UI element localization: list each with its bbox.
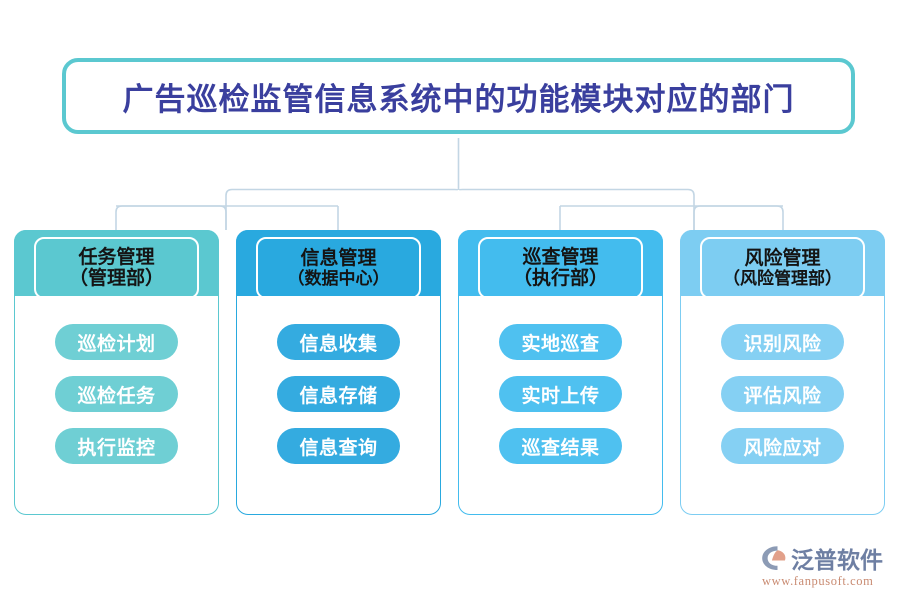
card-header-band <box>680 230 885 296</box>
card-header: 任务管理 （管理部） <box>34 237 199 299</box>
card-header-line1: 巡查管理 <box>522 246 599 268</box>
card-item-list: 信息收集 信息存储 信息查询 <box>236 324 441 464</box>
list-item[interactable]: 识别风险 <box>721 324 844 360</box>
logo-row: 泛普软件 <box>758 543 890 573</box>
list-item[interactable]: 实时上传 <box>499 376 622 412</box>
fanpu-swoosh-icon <box>762 546 786 570</box>
connector-branch-right <box>693 205 784 230</box>
list-item[interactable]: 巡检任务 <box>55 376 178 412</box>
department-card-information-management[interactable]: 信息管理 （数据中心） 信息收集 信息存储 信息查询 <box>236 230 441 515</box>
department-card-inspection-management[interactable]: 巡查管理 （执行部） 实地巡查 实时上传 巡查结果 <box>458 230 663 515</box>
card-header: 风险管理 （风险管理部） <box>700 237 865 299</box>
card-item-list: 实地巡查 实时上传 巡查结果 <box>458 324 663 464</box>
page-title: 广告巡检监管信息系统中的功能模块对应的部门 <box>122 81 795 117</box>
card-header-line1: 风险管理 <box>744 247 821 269</box>
list-item[interactable]: 评估风险 <box>721 376 844 412</box>
department-card-task-management[interactable]: 任务管理 （管理部） 巡检计划 巡检任务 执行监控 <box>14 230 219 515</box>
list-item[interactable]: 巡查结果 <box>499 428 622 464</box>
brand-logo: 泛普软件 www.fanpusoft.com <box>758 543 890 591</box>
diagram-title-box: 广告巡检监管信息系统中的功能模块对应的部门 <box>62 58 855 134</box>
card-header-band <box>14 230 219 296</box>
connector-branch-left <box>115 205 227 230</box>
card-header-band <box>458 230 663 296</box>
card-header-line1: 任务管理 <box>78 246 155 268</box>
card-header: 信息管理 （数据中心） <box>256 237 421 299</box>
list-item[interactable]: 信息收集 <box>277 324 400 360</box>
list-item[interactable]: 风险应对 <box>721 428 844 464</box>
card-header-line1: 信息管理 <box>300 247 377 269</box>
card-header-line2: （数据中心） <box>287 269 390 289</box>
logo-wordmark: 泛普软件 <box>791 548 883 573</box>
list-item[interactable]: 实地巡查 <box>499 324 622 360</box>
card-item-list: 识别风险 评估风险 风险应对 <box>680 324 885 464</box>
connector-right-group <box>457 188 695 230</box>
card-header: 巡查管理 （执行部） <box>478 237 643 299</box>
card-item-list: 巡检计划 巡检任务 执行监控 <box>14 324 219 464</box>
connector-left-group <box>225 188 460 230</box>
card-header-line2: （管理部） <box>68 268 164 289</box>
logo-url: www.fanpusoft.com <box>762 574 874 588</box>
list-item[interactable]: 巡检计划 <box>55 324 178 360</box>
card-header-band <box>236 230 441 296</box>
list-item[interactable]: 执行监控 <box>55 428 178 464</box>
list-item[interactable]: 信息存储 <box>277 376 400 412</box>
card-header-line2: （执行部） <box>512 268 608 289</box>
department-card-risk-management[interactable]: 风险管理 （风险管理部） 识别风险 评估风险 风险应对 <box>680 230 885 515</box>
list-item[interactable]: 信息查询 <box>277 428 400 464</box>
card-header-line2: （风险管理部） <box>723 269 842 289</box>
